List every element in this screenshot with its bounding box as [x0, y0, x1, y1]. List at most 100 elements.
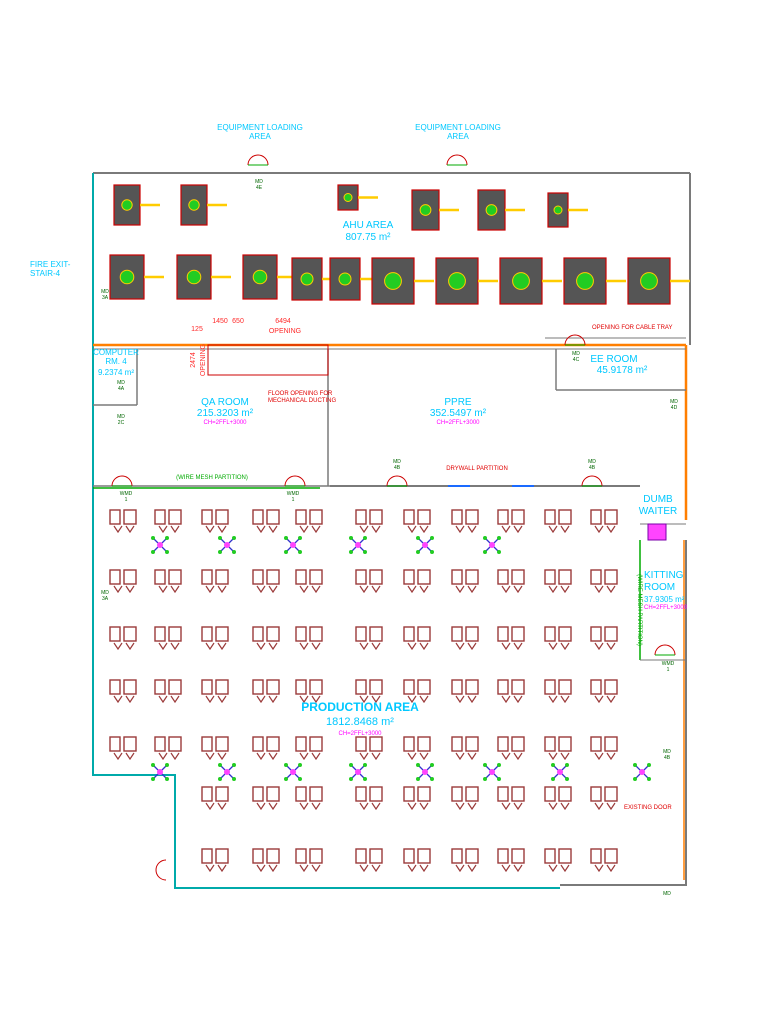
fixture-node: [298, 536, 302, 540]
workstation-desk: [451, 786, 463, 802]
workstation-chairs: [256, 864, 278, 873]
ahu-fan: [512, 272, 530, 290]
workstation-chairs: [359, 642, 381, 651]
workstation: [154, 509, 182, 534]
workstation-chairs: [501, 585, 523, 594]
fixture-node: [298, 763, 302, 767]
workstation-machine: [215, 786, 229, 802]
dimension-1450: 1450: [212, 318, 228, 325]
workstation-machine: [309, 786, 323, 802]
workstation-machine: [417, 848, 431, 864]
workstation-machine: [604, 509, 618, 525]
workstation: [201, 848, 229, 873]
fixture-center: [355, 769, 361, 775]
workstation-machine: [309, 569, 323, 585]
door-swing: [247, 154, 269, 166]
ahu-fan: [119, 269, 135, 285]
dumb-waiter: [647, 523, 667, 541]
workstation-machine: [215, 848, 229, 864]
workstation: [403, 626, 431, 651]
workstation-desk: [403, 736, 415, 752]
workstation: [295, 848, 323, 873]
door: [386, 475, 408, 487]
workstation: [252, 509, 280, 534]
fixture-node: [218, 550, 222, 554]
workstation-desk: [403, 626, 415, 642]
fixture-center: [557, 769, 563, 775]
workstation-chairs: [501, 752, 523, 761]
workstation-chairs: [455, 585, 477, 594]
dimension-6494: 6494: [275, 318, 291, 325]
workstation-machine: [558, 509, 572, 525]
fixture-node: [349, 536, 353, 540]
fixture-center: [489, 769, 495, 775]
workstation-machine: [369, 736, 383, 752]
workstation: [497, 786, 525, 811]
workstation-desk: [154, 626, 166, 642]
workstation-chairs: [299, 585, 321, 594]
ahu-fan: [384, 272, 402, 290]
workstation: [355, 736, 383, 761]
drywall-partition-label: DRYWALL PARTITION: [446, 466, 508, 472]
workstation-chairs: [256, 585, 278, 594]
workstation: [355, 626, 383, 651]
workstation-machine: [266, 569, 280, 585]
fixture-node: [497, 536, 501, 540]
workstation-machine: [558, 736, 572, 752]
workstation-desk: [201, 736, 213, 752]
workstation-desk: [252, 736, 264, 752]
workstation-desk: [109, 736, 121, 752]
workstation-machine: [168, 626, 182, 642]
ceiling-fixture: [218, 763, 236, 781]
workstation-chairs: [407, 802, 429, 811]
fixture-node: [232, 777, 236, 781]
workstation: [109, 509, 137, 534]
fixture-center: [355, 542, 361, 548]
fixture-node: [633, 763, 637, 767]
fixture-center: [224, 769, 230, 775]
workstation-machine: [266, 679, 280, 695]
workstation-machine: [417, 569, 431, 585]
workstation: [252, 626, 280, 651]
workstation: [252, 736, 280, 761]
ahu-fan: [300, 272, 314, 286]
workstation-machine: [604, 786, 618, 802]
workstation-machine: [215, 509, 229, 525]
workstation: [590, 626, 618, 651]
fixture-node: [284, 777, 288, 781]
workstation-desk: [252, 786, 264, 802]
workstation-machine: [417, 736, 431, 752]
workstation-machine: [369, 848, 383, 864]
ahu-fan: [252, 269, 268, 285]
qa-room-label: QA ROOM: [201, 397, 249, 408]
workstation-chairs: [359, 695, 381, 704]
ee-room-value: 45.9178 m²: [596, 365, 648, 376]
workstation-chairs: [594, 695, 616, 704]
ahu-unit: [291, 257, 342, 301]
workstation-desk: [497, 569, 509, 585]
workstation-desk: [403, 569, 415, 585]
fixture-node: [497, 777, 501, 781]
ceiling-fixture: [349, 763, 367, 781]
workstation-desk: [451, 679, 463, 695]
workstation-machine: [123, 626, 137, 642]
workstation-desk: [497, 626, 509, 642]
fixture-node: [416, 550, 420, 554]
workstation-chairs: [205, 752, 227, 761]
ceiling-fixture: [151, 536, 169, 554]
door-swing: [564, 334, 586, 346]
workstation: [201, 626, 229, 651]
fixture-node: [416, 536, 420, 540]
fixture-node: [165, 777, 169, 781]
fixture-node: [151, 550, 155, 554]
workstation-machine: [465, 626, 479, 642]
workstation: [355, 786, 383, 811]
workstation-chairs: [359, 585, 381, 594]
fixture-node: [633, 777, 637, 781]
fixture-center: [290, 769, 296, 775]
workstation-chairs: [299, 802, 321, 811]
wire-mesh-partition-horizontal-label: (WIRE MESH PARTITION): [176, 475, 248, 481]
ahu-unit: [547, 192, 588, 228]
